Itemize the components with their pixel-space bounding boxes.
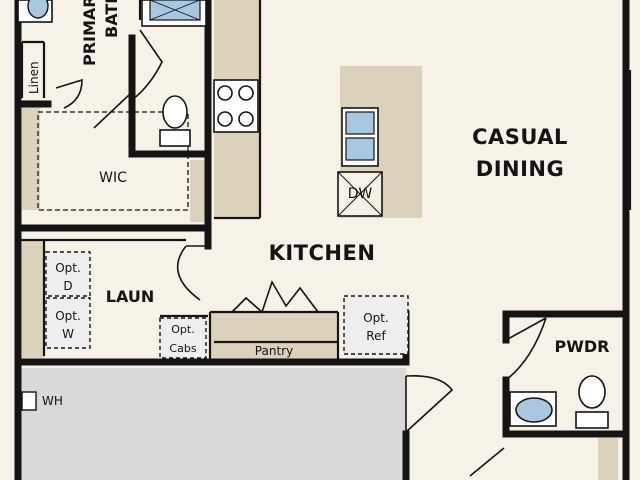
- opt-d-label-2: D: [63, 279, 72, 293]
- water-heater: [21, 391, 37, 411]
- dishwasher: [337, 171, 383, 217]
- opt-cabs-label-1: Opt.: [171, 323, 194, 336]
- laun-label: LAUN: [106, 287, 154, 306]
- cooktop: [213, 79, 259, 133]
- opt-ref-label-1: Opt.: [363, 311, 389, 325]
- shower: [141, 0, 207, 27]
- opt-w-label-1: Opt.: [55, 309, 81, 323]
- walls: [14, 0, 630, 480]
- opt-ref-label-2: Ref: [366, 329, 386, 343]
- wh-label: WH: [42, 394, 63, 408]
- island-sink: [341, 107, 379, 167]
- opt-w-label-2: W: [62, 327, 74, 341]
- dw-label: DW: [348, 186, 373, 202]
- thin-walls: [18, 0, 632, 362]
- garage-floor: [18, 368, 406, 480]
- pantry-bifold-door: [231, 280, 319, 314]
- pwdr-label: PWDR: [555, 337, 610, 356]
- pantry-label: Pantry: [255, 344, 293, 358]
- casual-dining-label-2: DINING: [476, 157, 564, 181]
- casual-dining-label-1: CASUAL: [472, 125, 568, 149]
- bath-tub: [17, 0, 53, 23]
- linen-label: Linen: [27, 61, 41, 94]
- kitchen-label: KITCHEN: [269, 241, 376, 265]
- wic-label: WIC: [99, 170, 127, 186]
- primary-bath-label-1: PRIMARY: [80, 0, 99, 66]
- door-swings: [55, 29, 547, 477]
- opt-d-label-1: Opt.: [55, 261, 81, 275]
- toilet-primary: [159, 95, 191, 147]
- primary-bath-label-2: BATH: [102, 0, 121, 38]
- toilet-powder: [575, 375, 609, 429]
- wic-shelf-line: [37, 111, 189, 211]
- optional-dashed-boxes: [45, 251, 409, 359]
- powder-sink: [509, 391, 557, 427]
- opt-cabs-label-2: Cabs: [169, 342, 196, 355]
